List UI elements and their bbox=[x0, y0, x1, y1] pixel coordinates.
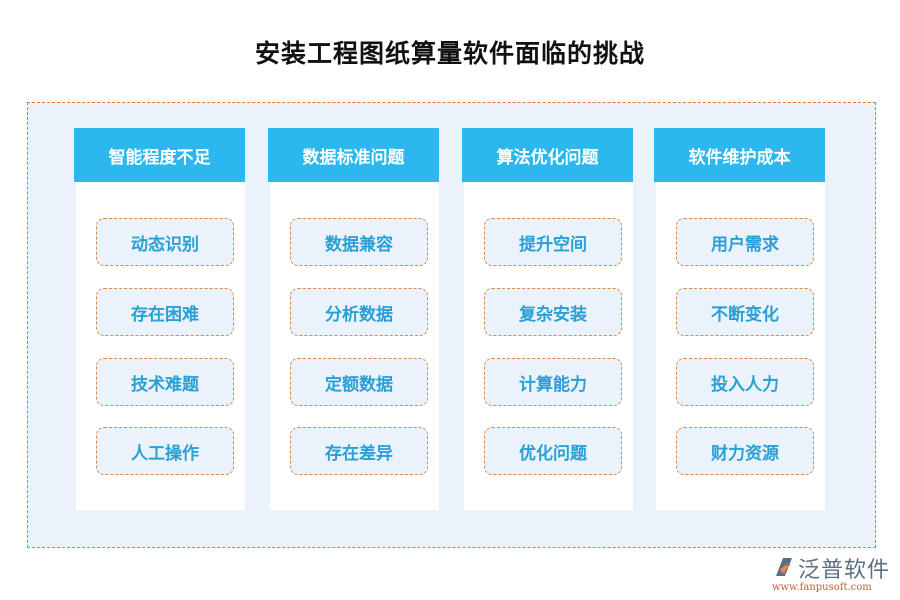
logo-name: 泛普软件 bbox=[798, 558, 891, 583]
logo-url: www.fanpusoft.com bbox=[772, 582, 872, 593]
page-title: 安装工程图纸算量软件面临的挑战 bbox=[254, 39, 645, 68]
column-header: 智能程度不足 bbox=[74, 128, 245, 182]
list-item: 用户需求 bbox=[676, 218, 814, 266]
list-item: 复杂安装 bbox=[484, 288, 622, 336]
column-header: 数据标准问题 bbox=[268, 128, 439, 182]
column-header: 算法优化问题 bbox=[462, 128, 633, 182]
column-data-standard: 数据标准问题 数据兼容 分析数据 定额数据 存在差异 bbox=[268, 128, 439, 510]
list-item: 财力资源 bbox=[676, 427, 814, 475]
list-item: 分析数据 bbox=[290, 288, 428, 336]
column-intelligence: 智能程度不足 动态识别 存在困难 技术难题 人工操作 bbox=[74, 128, 245, 510]
list-item: 定额数据 bbox=[290, 358, 428, 406]
list-item: 投入人力 bbox=[676, 358, 814, 406]
column-maintenance: 软件维护成本 用户需求 不断变化 投入人力 财力资源 bbox=[654, 128, 825, 510]
list-item: 提升空间 bbox=[484, 218, 622, 266]
column-algorithm: 算法优化问题 提升空间 复杂安装 计算能力 优化问题 bbox=[462, 128, 633, 510]
list-item: 动态识别 bbox=[96, 218, 234, 266]
brand-logo: 泛普软件 www.fanpusoft.com bbox=[770, 552, 895, 597]
list-item: 数据兼容 bbox=[290, 218, 428, 266]
list-item: 存在困难 bbox=[96, 288, 234, 336]
list-item: 优化问题 bbox=[484, 427, 622, 475]
list-item: 计算能力 bbox=[484, 358, 622, 406]
column-header: 软件维护成本 bbox=[654, 128, 825, 182]
list-item: 不断变化 bbox=[676, 288, 814, 336]
list-item: 技术难题 bbox=[96, 358, 234, 406]
logo-icon bbox=[776, 558, 792, 576]
list-item: 人工操作 bbox=[96, 427, 234, 475]
list-item: 存在差异 bbox=[290, 427, 428, 475]
